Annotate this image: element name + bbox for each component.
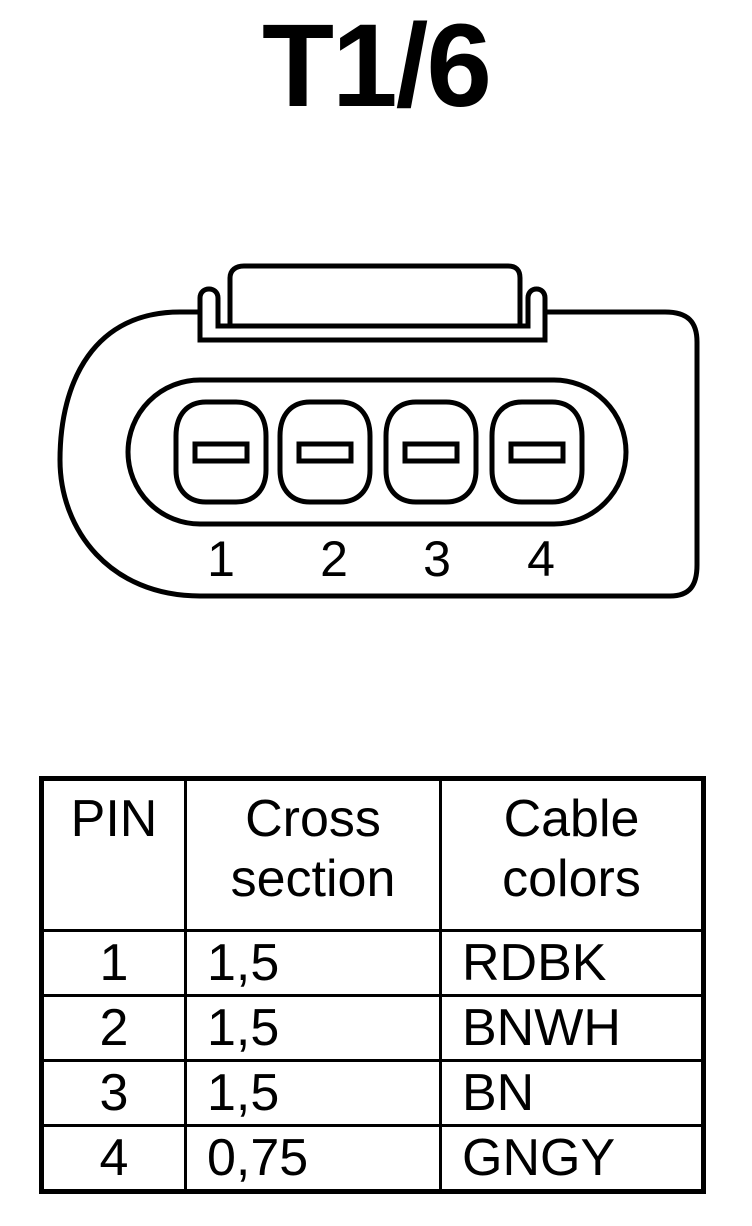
table-row: 2 1,5 BNWH [40, 994, 705, 1062]
pin-label-1: 1 [207, 531, 235, 587]
table-header-row: PIN Cross section Cable colors [40, 777, 705, 932]
connector-diagram: 1 2 3 4 [57, 263, 700, 599]
pin-4 [489, 399, 585, 505]
cell-pin: 3 [40, 1059, 187, 1127]
pin-label-2: 2 [320, 531, 348, 587]
connector-housing [57, 309, 700, 599]
pin-1 [173, 399, 269, 505]
latch-tab [197, 286, 548, 343]
cell-cross-section: 1,5 [184, 994, 442, 1062]
header-cable-colors: Cable colors [439, 777, 705, 932]
pin-table: PIN Cross section Cable colors 1 1,5 RDB… [39, 776, 706, 1194]
pin-3 [383, 399, 479, 505]
header-pin: PIN [40, 777, 187, 932]
header-cross-section: Cross section [184, 777, 442, 932]
table-row: 1 1,5 RDBK [40, 929, 705, 997]
pin-label-3: 3 [423, 531, 451, 587]
cell-cable-color: BN [439, 1059, 705, 1127]
cell-cable-color: RDBK [439, 929, 705, 997]
table-row: 4 0,75 GNGY [40, 1124, 705, 1193]
pin-2 [277, 399, 373, 505]
cell-cross-section: 0,75 [184, 1124, 442, 1193]
cell-cross-section: 1,5 [184, 929, 442, 997]
connector-title: T1/6 [261, 0, 492, 132]
pin-cavity [125, 377, 629, 527]
cell-pin: 1 [40, 929, 187, 997]
cell-cross-section: 1,5 [184, 1059, 442, 1127]
cell-cable-color: GNGY [439, 1124, 705, 1193]
cell-cable-color: BNWH [439, 994, 705, 1062]
pin-label-4: 4 [527, 531, 555, 587]
table-row: 3 1,5 BN [40, 1059, 705, 1127]
cell-pin: 4 [40, 1124, 187, 1193]
latch-top [227, 263, 523, 326]
cell-pin: 2 [40, 994, 187, 1062]
